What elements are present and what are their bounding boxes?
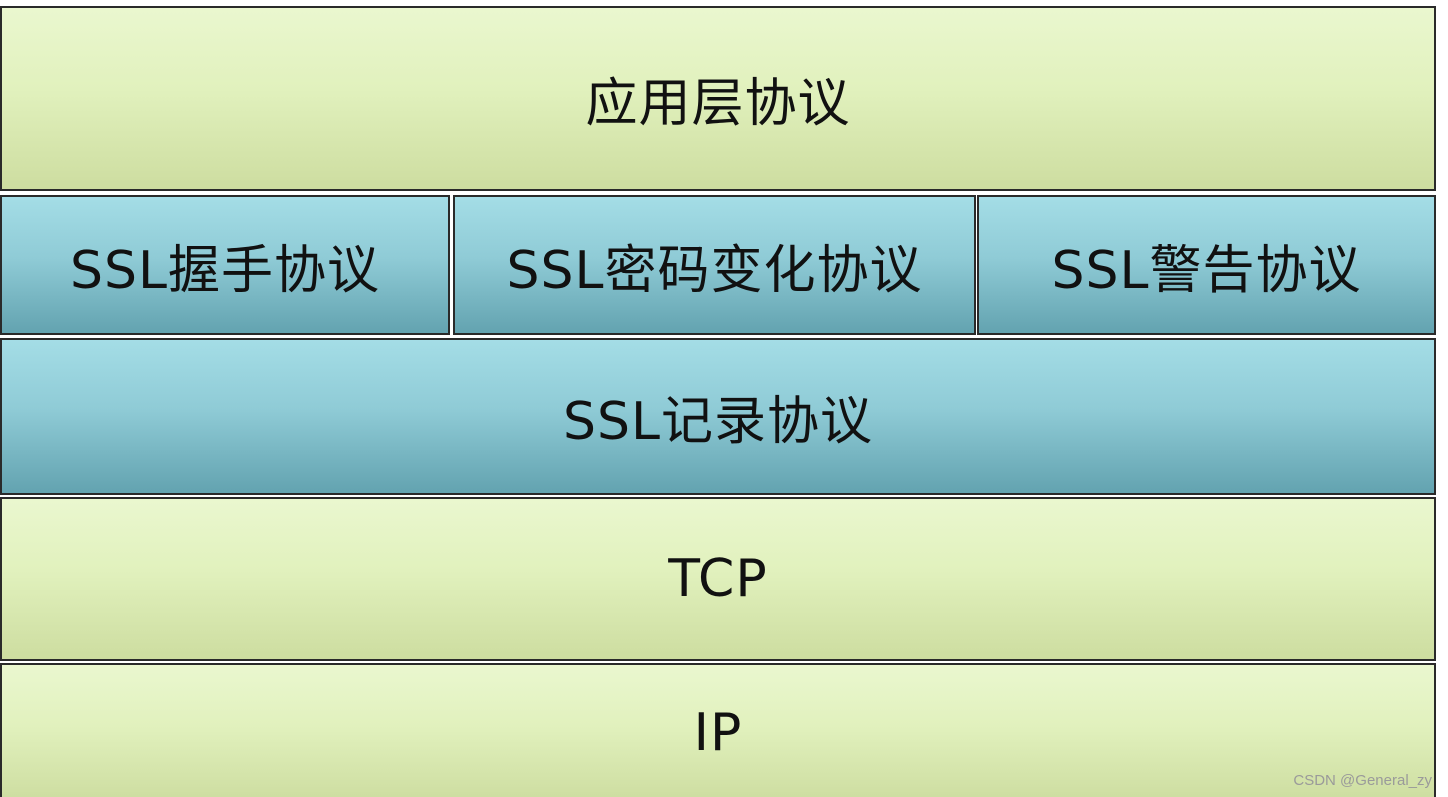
ssl-handshake-label: SSL握手协议 (70, 240, 380, 301)
ssl-change-cipher-label: SSL密码变化协议 (506, 240, 923, 301)
ip-layer-box: IP (0, 663, 1436, 797)
ssl-record-box: SSL记录协议 (0, 338, 1436, 495)
ip-layer-label: IP (693, 703, 743, 763)
ssl-alert-box: SSL警告协议 (977, 195, 1436, 335)
tcp-layer-label: TCP (668, 549, 768, 609)
ssl-change-cipher-box: SSL密码变化协议 (453, 195, 976, 335)
ssl-record-label: SSL记录协议 (563, 392, 873, 452)
watermark-text: CSDN @General_zy (1293, 772, 1432, 789)
tcp-layer-box: TCP (0, 497, 1436, 661)
ssl-alert-label: SSL警告协议 (1051, 240, 1362, 301)
application-layer-label: 应用层协议 (585, 74, 851, 134)
ssl-handshake-box: SSL握手协议 (0, 195, 450, 335)
application-layer-box: 应用层协议 (0, 6, 1436, 191)
